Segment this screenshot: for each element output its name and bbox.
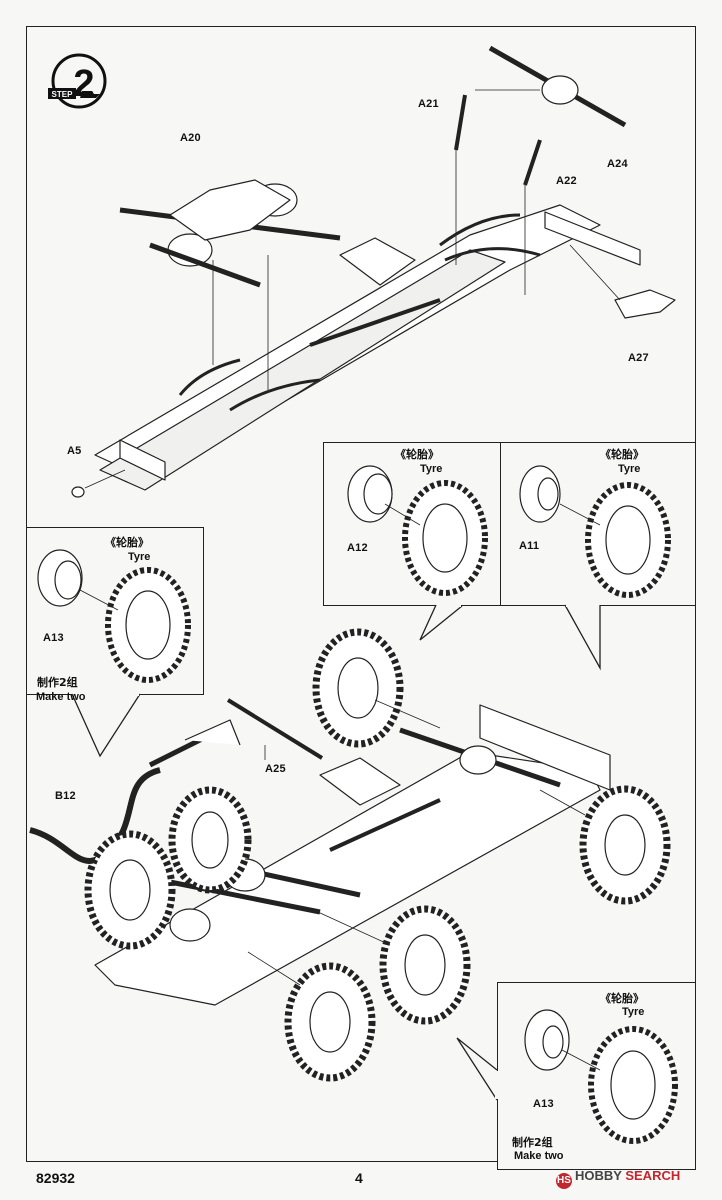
tyre-cn-label-a13-left: 《轮胎》: [105, 536, 149, 549]
hobby-search-logo-icon: HS: [556, 1173, 572, 1189]
tank-icon: [80, 91, 100, 98]
step-label: STEP: [52, 90, 74, 99]
part-label-a22: A22: [556, 175, 577, 187]
part-label-a5: A5: [67, 445, 82, 457]
part-label-a27: A27: [628, 352, 649, 364]
make-two-cn-bottom: 制作2组: [512, 1136, 553, 1149]
watermark-brand-1: HOBBY: [575, 1168, 622, 1183]
part-label-a13-bottom: A13: [533, 1098, 554, 1110]
part-label-a25: A25: [265, 763, 286, 775]
part-label-a20: A20: [180, 132, 201, 144]
product-code: 82932: [36, 1170, 75, 1186]
part-label-b12: B12: [55, 790, 76, 802]
page-number: 4: [355, 1170, 363, 1186]
step-badge: STEP 2: [48, 53, 107, 109]
tyre-en-label-a11: Tyre: [618, 463, 641, 475]
part-label-a12: A12: [347, 542, 368, 554]
part-label-a24: A24: [607, 158, 628, 170]
tyre-en-label-a13-left: Tyre: [128, 551, 151, 563]
make-two-cn-left: 制作2组: [37, 676, 78, 689]
watermark-brand-2: SEARCH: [625, 1168, 681, 1183]
tyre-cn-label-a12: 《轮胎》: [395, 448, 439, 461]
part-label-a11: A11: [519, 540, 540, 552]
tyre-cn-label-a11: 《轮胎》: [600, 448, 644, 461]
make-two-en-bottom: Make two: [514, 1150, 564, 1162]
tyre-en-label-a13-bottom: Tyre: [622, 1006, 645, 1018]
make-two-en-left: Make two: [36, 691, 86, 703]
tyre-en-label-a12: Tyre: [420, 463, 443, 475]
part-label-a13-left: A13: [43, 632, 64, 644]
tyre-cn-label-a13-bottom: 《轮胎》: [600, 992, 644, 1005]
part-label-a21: A21: [418, 98, 439, 110]
